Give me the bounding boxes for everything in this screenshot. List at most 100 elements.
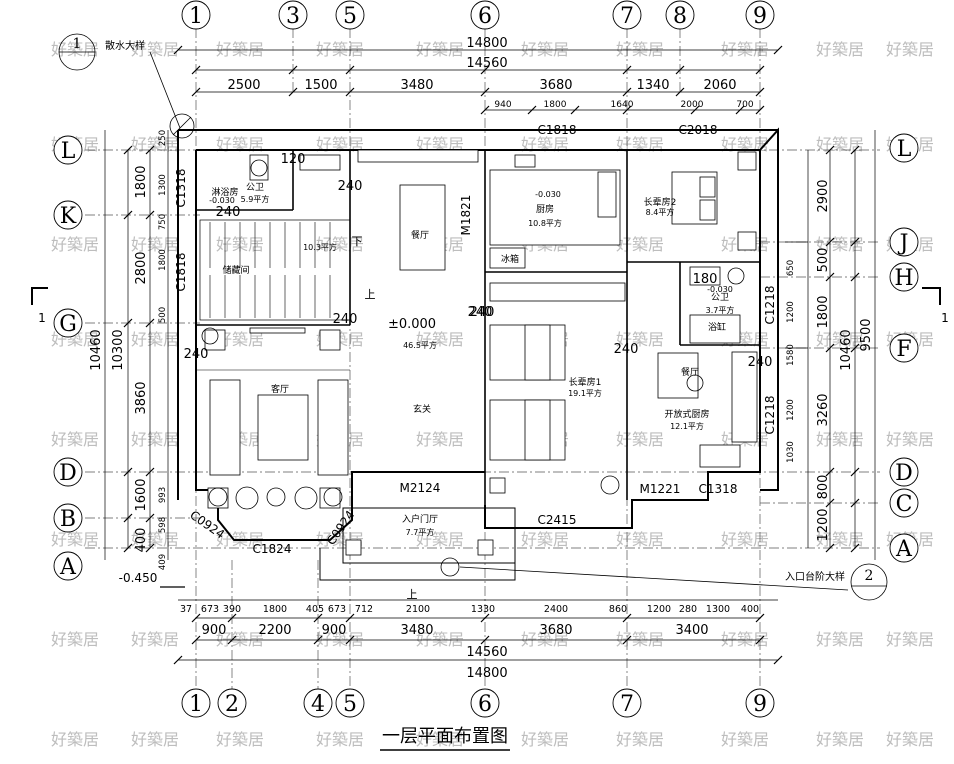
watermark: 好築居: [721, 730, 769, 749]
dim-top-row2: 940: [494, 100, 511, 110]
wall-thickness-note: 240: [614, 342, 639, 357]
opening-label: M1821: [459, 195, 473, 236]
axis-bubble: [53, 308, 83, 338]
fixtures: [204, 149, 758, 556]
axis-bubble: [53, 200, 83, 230]
watermark: 好築居: [616, 430, 664, 449]
dim-right-segment: 2900: [816, 179, 831, 212]
dim-left-segment: 1600: [134, 478, 149, 511]
axis-bubble: [470, 688, 500, 718]
dim-right-overall-inner: 10460: [839, 329, 854, 370]
axis-bubble: [889, 262, 919, 292]
axis-bubble: [889, 457, 919, 487]
opening-label: C1818: [174, 253, 188, 292]
watermark: 好築居: [316, 135, 364, 154]
wall-thickness-note: 240: [470, 305, 495, 320]
room-area: 7.7平方: [406, 527, 435, 537]
watermark: 好築居: [816, 40, 864, 59]
room-area: 3.7平方: [706, 305, 735, 315]
opening-label: C1818: [538, 123, 577, 137]
axis-bubble-label: 6: [478, 4, 492, 29]
watermark: 好築居: [51, 40, 99, 59]
room-name: 长辈房1: [569, 376, 602, 388]
watermark: 好築居: [521, 730, 569, 749]
dim-bottom-row1: 37: [180, 604, 192, 615]
axis-bubble-label: H: [894, 266, 913, 291]
axis-bubble: [53, 457, 83, 487]
room-name: 长辈房2: [644, 196, 677, 208]
dim-left-fine: 1300: [158, 174, 168, 196]
watermark: 好築居: [416, 630, 464, 649]
axis-bubble-label: 7: [620, 4, 634, 29]
watermark: 好築居: [816, 330, 864, 349]
opening-label: C1218: [763, 286, 777, 325]
watermark: 好築居: [216, 330, 264, 349]
room-name: 冰箱: [501, 253, 519, 265]
dim-top-row2: 1800: [544, 100, 567, 110]
dim-overall-inner: 14560: [466, 645, 507, 660]
dim-left-fine: 1800: [158, 249, 168, 271]
watermark: 好築居: [616, 730, 664, 749]
watermark: 好築居: [816, 135, 864, 154]
axis-bubble-label: 4: [311, 692, 325, 717]
opening-label: C2415: [538, 513, 577, 527]
callout-label: 散水大样: [105, 39, 145, 52]
section-markers: [31, 51, 941, 591]
axis-bubble-label: L: [897, 137, 912, 162]
dim-right-fine: 1200: [786, 399, 796, 421]
room-name: 入户门厅: [402, 513, 438, 525]
dimension-ticks: [123, 45, 860, 665]
dim-left-segment: 2800: [134, 251, 149, 284]
axis-bubble-label: K: [60, 204, 77, 229]
stair-direction-mark: 下: [352, 235, 363, 248]
watermark: 好築居: [216, 630, 264, 649]
axis-bubble: [745, 0, 775, 30]
watermark: 好築居: [616, 630, 664, 649]
room-name: 储藏间: [222, 264, 249, 276]
dim-right-overall-outer: 9500: [859, 318, 874, 351]
axis-bubble-label: L: [61, 139, 76, 164]
dim-bottom-row1: 712: [355, 604, 373, 615]
axis-bubble: [53, 503, 83, 533]
wall-thickness-note: 240: [748, 355, 773, 370]
axis-bubble: [889, 533, 919, 563]
axis-bubble: [303, 688, 333, 718]
opening-label: C1318: [174, 169, 188, 208]
wall-thickness-note: 180: [693, 272, 718, 287]
axis-bubble-label: F: [896, 337, 911, 362]
watermark: 好築居: [521, 530, 569, 549]
dim-right-fine: 1580: [786, 344, 796, 366]
dim-right-fine: 650: [786, 260, 796, 276]
axis-bubble: [278, 0, 308, 30]
axis-bubble-label: D: [59, 461, 77, 486]
room-name: 客厅: [271, 383, 289, 395]
dim-right-fine: 1200: [786, 301, 796, 323]
dim-left-fine: 993: [158, 487, 168, 503]
dim-bottom-row1: 673: [328, 604, 346, 615]
ground-elevation: -0.450: [119, 571, 158, 585]
dim-bottom-row1: 1300: [706, 604, 730, 615]
axis-bubble-label: G: [59, 312, 77, 337]
room-name: 公卫: [246, 182, 264, 193]
room-elevation: -0.030: [535, 190, 561, 199]
drawing-title: 一层平面布置图: [382, 726, 508, 747]
watermark: 好築居: [886, 430, 934, 449]
watermark: 好築居: [521, 135, 569, 154]
opening-label: C1318: [699, 482, 738, 496]
watermark: 好築居: [886, 40, 934, 59]
watermark: 好築居: [216, 730, 264, 749]
dim-bottom-row1: 1330: [471, 604, 495, 615]
room-area: 10.3平方: [303, 242, 337, 252]
dim-bottom-row2: 900: [202, 623, 227, 638]
room-area: 12.1平方: [670, 421, 704, 431]
axis-bubble-label: 9: [753, 4, 767, 29]
watermark: 好築居: [131, 630, 179, 649]
dim-right-fine: 1030: [786, 441, 796, 463]
callout-number: 2: [865, 568, 874, 584]
watermark: 好築居: [216, 40, 264, 59]
dim-top-row1: 2060: [703, 78, 736, 93]
dim-overall-outer: 14800: [466, 36, 507, 51]
room-area: 10.8平方: [528, 218, 562, 228]
stair-direction-mark: 上: [407, 588, 418, 601]
watermark: 好築居: [616, 135, 664, 154]
